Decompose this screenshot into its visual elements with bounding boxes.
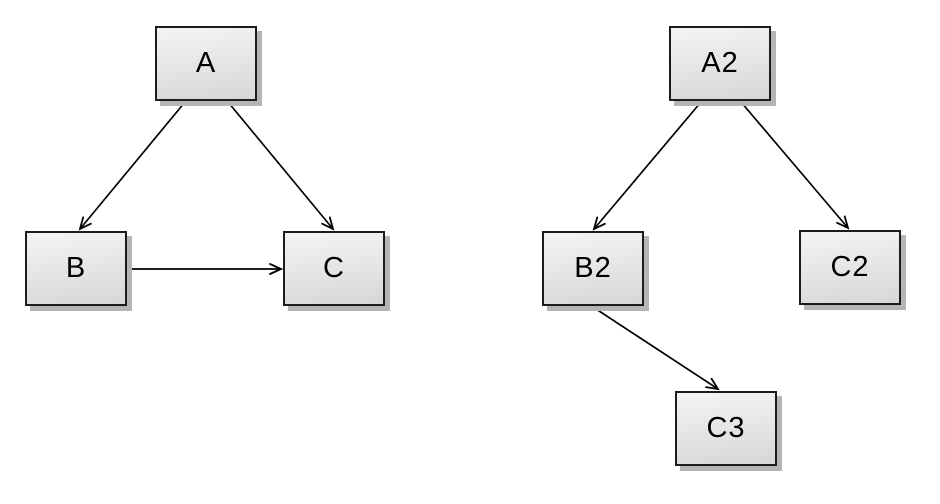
- node-C2[interactable]: C2: [799, 230, 901, 305]
- node-B-label: B: [65, 252, 87, 284]
- edge-B2-to-C3[interactable]: [592, 306, 718, 389]
- node-C[interactable]: C: [283, 231, 385, 306]
- node-B2[interactable]: B2: [542, 231, 644, 306]
- edge-A-to-C[interactable]: [227, 101, 333, 229]
- node-A-label: A: [195, 47, 217, 79]
- edge-A2-to-B2[interactable]: [594, 101, 702, 229]
- node-A2[interactable]: A2: [669, 26, 771, 101]
- node-A2-label: A2: [701, 47, 739, 79]
- node-A[interactable]: A: [155, 26, 257, 101]
- node-B2-label: B2: [574, 252, 612, 284]
- edge-A2-to-C2[interactable]: [740, 101, 848, 228]
- node-C3[interactable]: C3: [675, 391, 777, 466]
- node-C2-label: C2: [830, 251, 870, 283]
- node-B[interactable]: B: [25, 231, 127, 306]
- node-C-label: C: [323, 252, 345, 284]
- node-C3-label: C3: [706, 412, 746, 444]
- edge-A-to-B[interactable]: [80, 101, 186, 229]
